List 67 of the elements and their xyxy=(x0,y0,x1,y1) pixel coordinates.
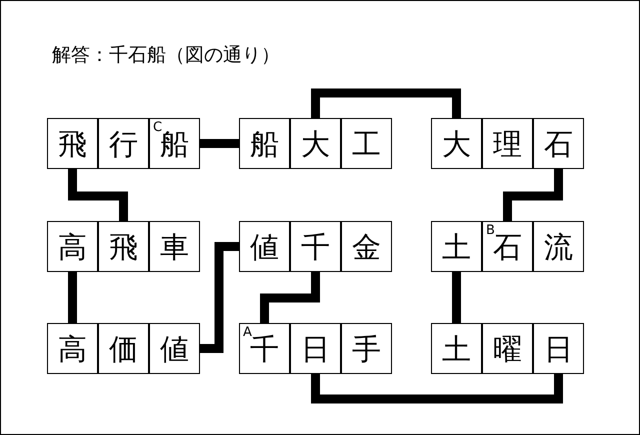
connector-line xyxy=(311,374,563,404)
character-cell xyxy=(149,221,200,272)
title: 解答：千石船（図の通り） xyxy=(52,43,280,68)
character-cell xyxy=(482,221,533,272)
kanji-character: 行 xyxy=(108,127,139,161)
character-cell xyxy=(98,323,149,374)
character-cell xyxy=(482,118,533,169)
character-cell xyxy=(290,221,341,272)
kanji-character: 理 xyxy=(492,127,523,161)
character-cell xyxy=(239,221,290,272)
kanji-character: 大 xyxy=(300,127,331,161)
kanji-character: 日 xyxy=(543,332,574,366)
connector-line xyxy=(503,169,563,221)
kanji-character: 石 xyxy=(493,230,523,264)
marker-letter: C xyxy=(153,121,162,135)
kanji-character: 千 xyxy=(250,332,280,366)
kanji-character: 値 xyxy=(249,230,280,264)
character-cell xyxy=(341,323,392,374)
marker-letter: A xyxy=(243,326,252,340)
character-cell xyxy=(341,221,392,272)
kanji-character: 工 xyxy=(351,127,382,161)
kanji-character: 価 xyxy=(108,332,139,366)
character-cell xyxy=(290,118,341,169)
connector-line xyxy=(200,139,239,148)
kanji-character: 飛 xyxy=(108,230,139,264)
character-cell xyxy=(98,221,149,272)
character-cell xyxy=(431,118,482,169)
character-cell xyxy=(533,221,584,272)
kanji-character: 土 xyxy=(441,230,472,264)
kanji-character: 曜 xyxy=(492,332,523,366)
kanji-character: 飛 xyxy=(57,127,88,161)
marker-letter: B xyxy=(486,224,495,238)
kanji-character: 千 xyxy=(300,230,331,264)
kanji-character: 手 xyxy=(351,332,382,366)
connector-line xyxy=(452,272,461,323)
connector-line xyxy=(260,272,320,323)
kanji-character: 船 xyxy=(160,127,190,161)
character-cell xyxy=(431,221,482,272)
connector-line xyxy=(311,88,461,118)
connector-line xyxy=(200,242,239,353)
character-cell xyxy=(533,323,584,374)
kanji-character: 値 xyxy=(159,332,190,366)
connector-line xyxy=(68,169,128,221)
kanji-character: 金 xyxy=(351,230,382,264)
character-cell xyxy=(47,323,98,374)
kanji-character: 車 xyxy=(159,230,190,264)
kanji-character: 石 xyxy=(543,127,574,161)
kanji-character: 大 xyxy=(441,127,472,161)
character-cell xyxy=(290,323,341,374)
kanji-character: 日 xyxy=(300,332,331,366)
connector-line xyxy=(68,272,77,323)
character-cell xyxy=(149,118,200,169)
character-cell xyxy=(149,323,200,374)
character-cell xyxy=(98,118,149,169)
kanji-character: 土 xyxy=(441,332,472,366)
character-cell xyxy=(47,118,98,169)
character-cell xyxy=(239,323,290,374)
character-cell xyxy=(431,323,482,374)
kanji-character: 高 xyxy=(57,230,88,264)
kanji-character: 高 xyxy=(57,332,88,366)
kanji-character: 船 xyxy=(249,127,280,161)
character-cell xyxy=(239,118,290,169)
character-cell xyxy=(533,118,584,169)
character-cell xyxy=(341,118,392,169)
character-cell xyxy=(47,221,98,272)
character-cell xyxy=(482,323,533,374)
kanji-character: 流 xyxy=(543,230,574,264)
